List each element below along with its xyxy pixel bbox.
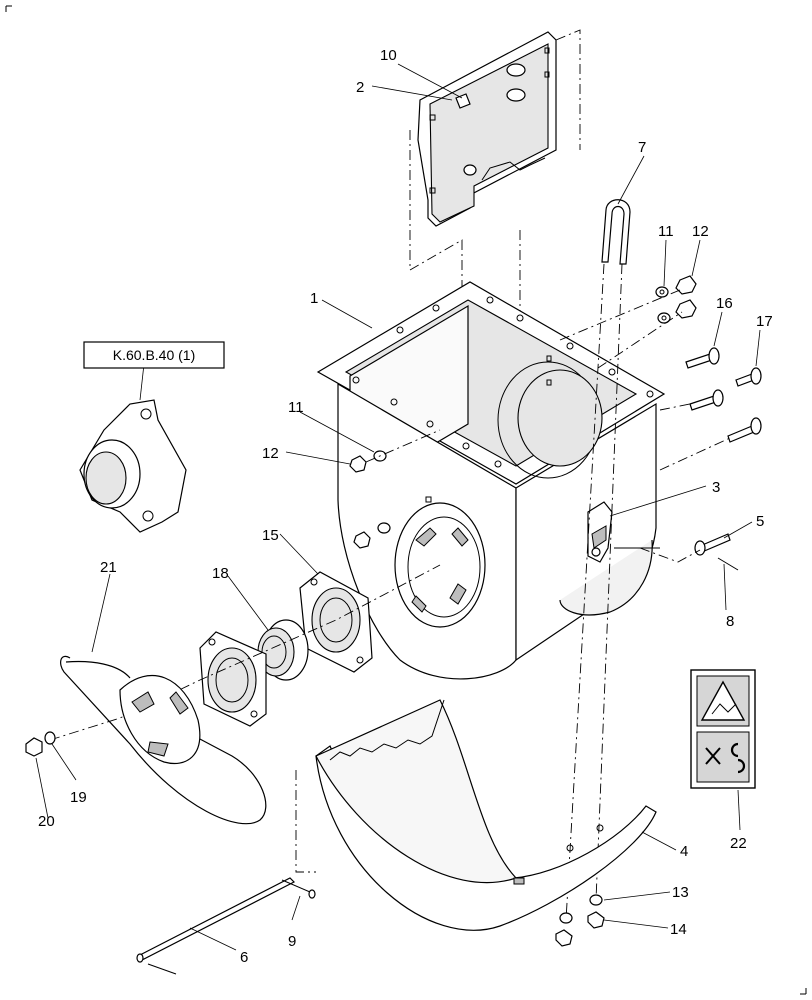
bottom-trough-part	[315, 699, 657, 931]
callout-21: 21	[100, 559, 117, 576]
callout-20: 20	[38, 813, 55, 830]
callout-1: 1	[310, 290, 318, 307]
top-bracket-part	[417, 31, 557, 227]
assembly-line	[659, 437, 731, 471]
bearing-flange-15	[299, 571, 373, 673]
callout-11-upper: 11	[658, 223, 674, 240]
assembly-line	[597, 311, 683, 369]
callout-22: 22	[730, 835, 747, 852]
warning-decal-22	[690, 669, 756, 789]
upper-washers-nuts	[655, 275, 697, 324]
callout-17: 17	[756, 313, 773, 330]
latch-part	[587, 501, 660, 563]
assembly-line	[295, 770, 316, 873]
callout-9: 9	[288, 933, 296, 950]
pin-9	[281, 879, 316, 899]
callout-4: 4	[680, 843, 688, 860]
callout-6: 6	[240, 949, 248, 966]
assembly-line	[365, 429, 441, 463]
callout-15: 15	[262, 527, 279, 544]
corner-mark-top-left	[5, 5, 12, 12]
leader-lines	[35, 63, 761, 951]
bearing-housing-reference-part	[79, 399, 187, 533]
rod-6	[136, 877, 296, 975]
left-washers-nuts	[349, 450, 391, 549]
callout-18: 18	[212, 565, 229, 582]
callout-19: 19	[70, 789, 87, 806]
corner-mark-bottom-right	[800, 988, 807, 995]
pin-and-cotter	[694, 533, 739, 571]
assembly-line	[555, 29, 581, 150]
reference-box-label: K.60.B.40 (1)	[113, 347, 196, 363]
bottom-washers-nuts	[555, 894, 605, 947]
callout-10: 10	[380, 47, 397, 64]
callout-12-upper: 12	[692, 223, 709, 240]
callout-13: 13	[672, 884, 689, 901]
callout-7: 7	[638, 139, 646, 156]
bearing-18	[257, 619, 309, 681]
callout-3: 3	[712, 479, 720, 496]
callout-5: 5	[756, 513, 764, 530]
reference-box	[83, 341, 225, 369]
assembly-line	[659, 403, 691, 411]
callout-labels: 1 2 3 4 5 6 7 8 9 10 11 11 12 12 13 14 1…	[38, 47, 773, 966]
hook-rod-part	[601, 199, 631, 265]
callout-11-lower: 11	[288, 399, 304, 416]
retainer-strap-21	[60, 655, 267, 825]
callout-8: 8	[726, 613, 734, 630]
assembly-line	[639, 547, 701, 563]
assembly-line	[565, 263, 605, 921]
bolts-right	[685, 347, 762, 443]
assembly-line	[595, 263, 623, 901]
washer-nut-19-20	[25, 731, 56, 757]
callout-12-lower: 12	[262, 445, 279, 462]
assembly-line	[519, 230, 541, 370]
callout-16: 16	[716, 295, 733, 312]
callout-2: 2	[356, 79, 364, 96]
bearing-flange-inner	[199, 631, 267, 727]
assembly-line	[559, 289, 681, 341]
callout-14: 14	[670, 921, 687, 938]
